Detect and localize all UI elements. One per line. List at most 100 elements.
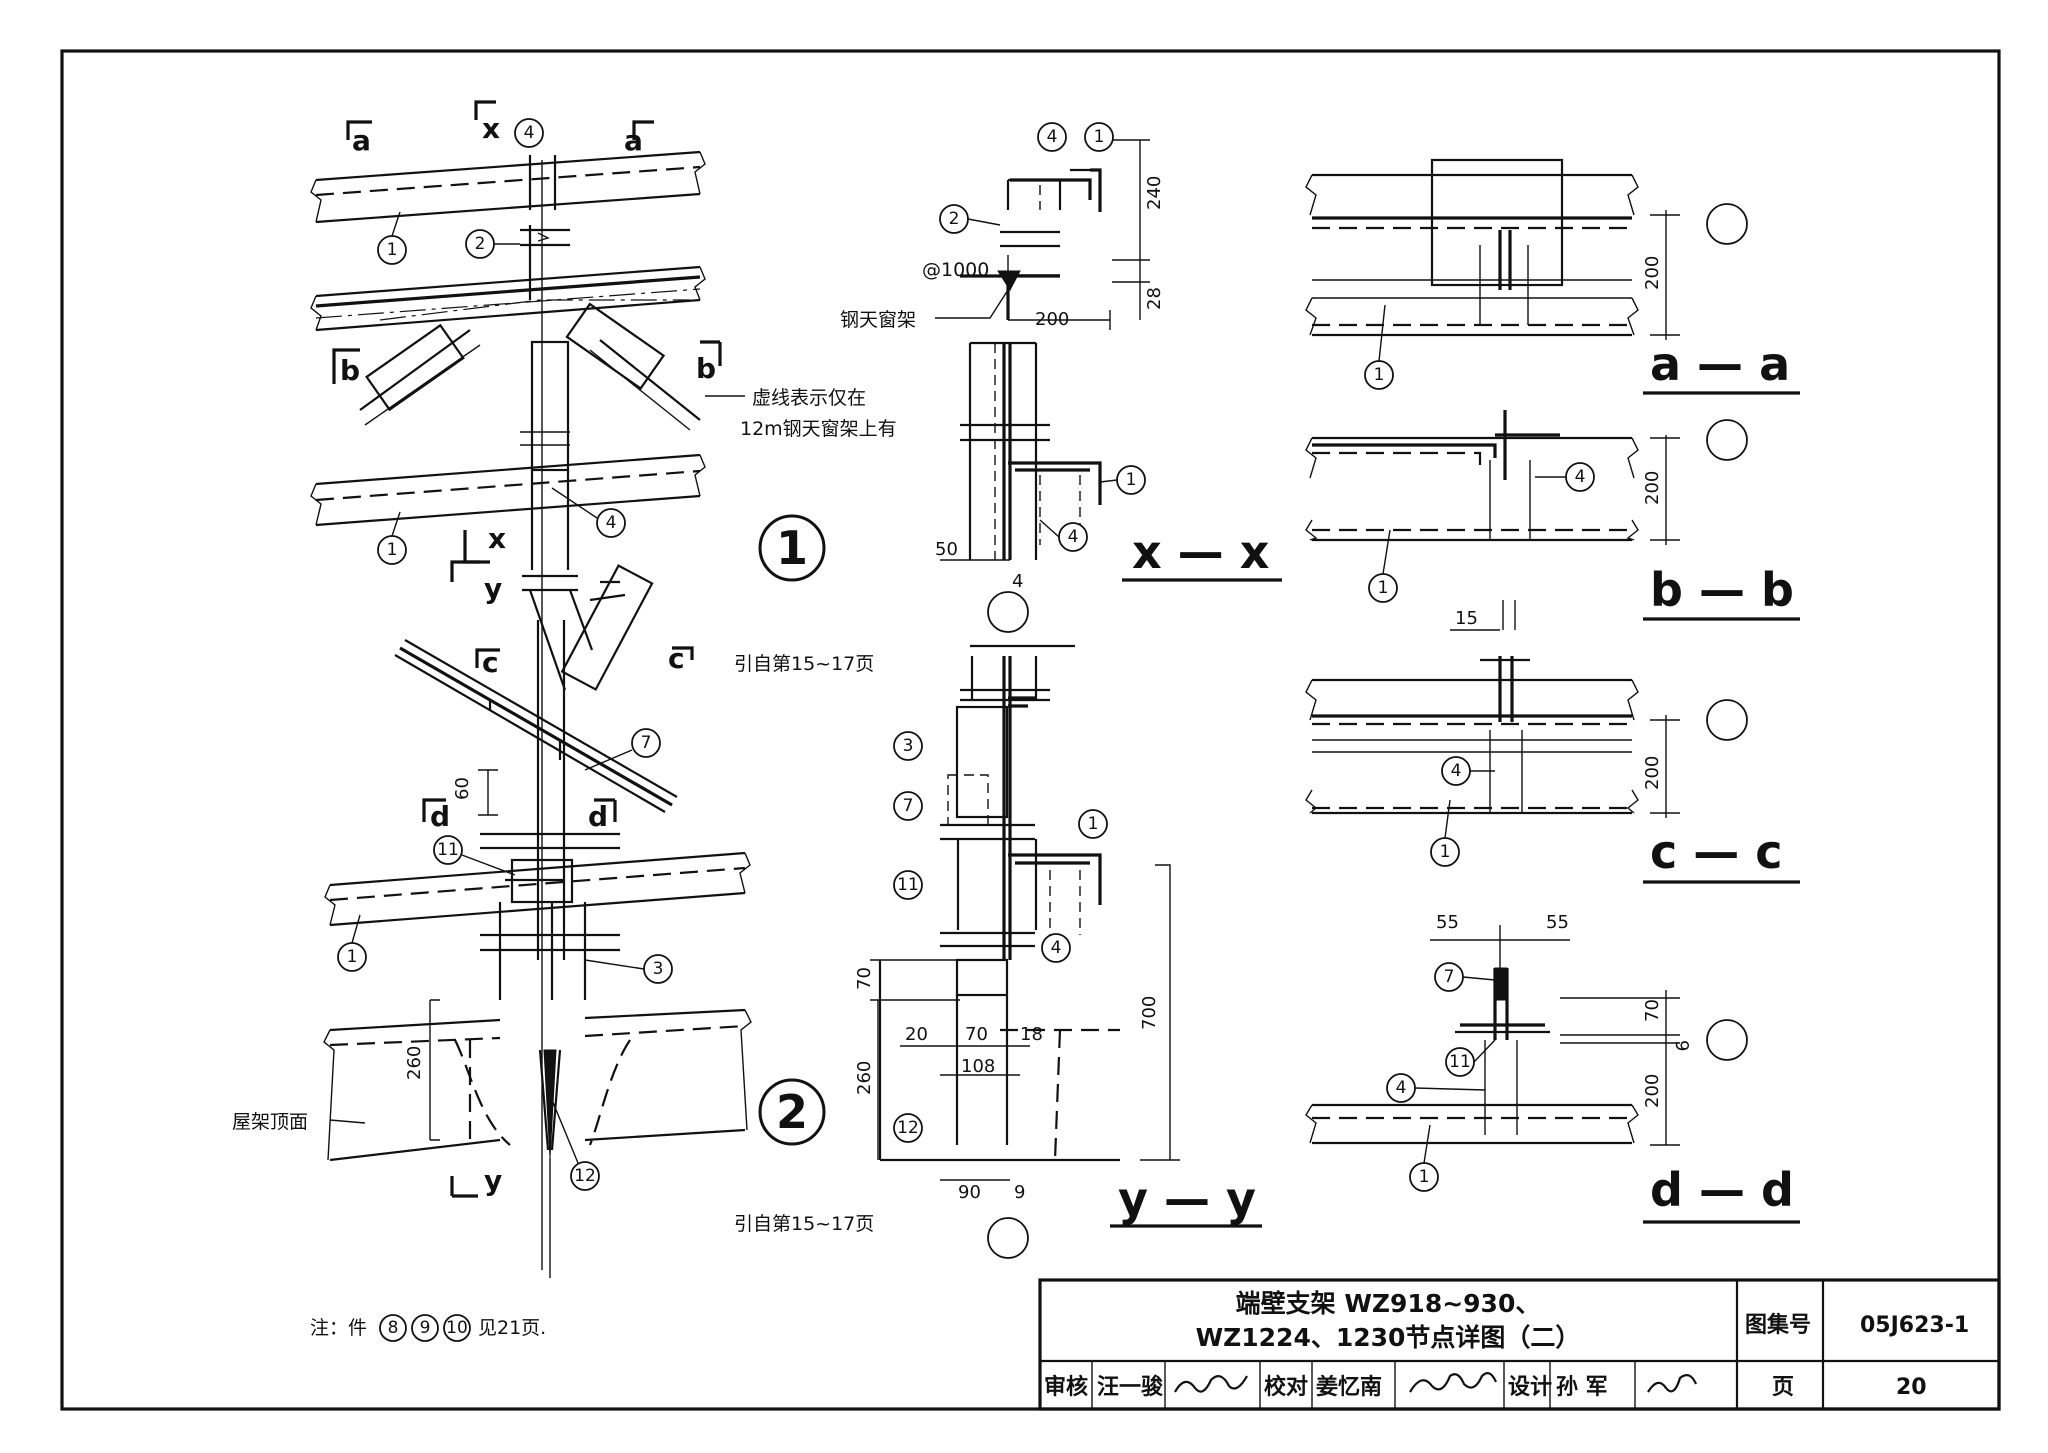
review-signature xyxy=(1174,1375,1248,1393)
note-spacing: @1000 xyxy=(922,259,989,281)
part-bubble-4: 4 xyxy=(1051,938,1062,958)
section-c-c: 15 200 4 1 c — c xyxy=(1305,600,1800,884)
section-mark-d-left: d xyxy=(430,800,450,833)
part-bubble-1: 1 xyxy=(1419,1167,1430,1187)
part-bubble-12: 12 xyxy=(574,1166,596,1186)
section-mark-a-left: a xyxy=(352,124,371,157)
check-signature xyxy=(1409,1372,1498,1393)
section-mark-b-right: b xyxy=(696,352,716,385)
section-title-y-y: y — y xyxy=(1118,1172,1256,1226)
drawing-border xyxy=(60,49,2001,1411)
dim-9: 9 xyxy=(1014,1182,1025,1203)
part-bubble-1: 1 xyxy=(1094,127,1105,147)
dim-200: 200 xyxy=(1642,756,1663,790)
check-label: 校对 xyxy=(1264,1374,1308,1400)
dim-200: 200 xyxy=(1035,309,1069,330)
section-title-a-a: a — a xyxy=(1650,337,1790,391)
atlas-label: 图集号 xyxy=(1745,1312,1811,1338)
section-a-a: 200 1 a — a xyxy=(1305,158,1800,395)
dim-70: 70 xyxy=(854,967,875,990)
section-title-c-c: c — c xyxy=(1650,825,1783,879)
dim-70: 70 xyxy=(1642,999,1663,1022)
part-bubble-11: 11 xyxy=(437,840,459,860)
note-truss-top: 屋架顶面 xyxy=(232,1111,308,1133)
section-mark-y-top: y xyxy=(484,572,502,605)
dim-55: 55 xyxy=(1546,912,1569,933)
section-x-x: 240 28 200 @1000 钢天窗架 50 4 4 1 2 1 4 x —… xyxy=(840,122,1282,633)
note-sky-frame: 钢天窗架 xyxy=(840,309,916,331)
part-bubble-4: 4 xyxy=(1068,527,1079,547)
title-block: 端壁支架 WZ918~930、 WZ1224、1230节点详图（二） 图集号 0… xyxy=(1038,1278,2001,1411)
section-y-y: 70 260 20 70 18 108 90 9 700 3 7 1 11 4 … xyxy=(854,644,1262,1259)
dim-15: 15 xyxy=(1455,608,1478,629)
part-bubble-4: 4 xyxy=(1575,467,1586,487)
note-reference-2: 引自第15~17页 xyxy=(734,1213,874,1235)
review-name: 汪一骏 xyxy=(1097,1374,1164,1400)
dim-240: 240 xyxy=(1144,176,1165,210)
dim-108: 108 xyxy=(961,1056,995,1077)
dim-70: 70 xyxy=(965,1024,988,1045)
section-mark-y-bottom: y xyxy=(484,1164,502,1197)
section-mark-c-left: c xyxy=(482,646,499,679)
dim-200: 200 xyxy=(1642,1074,1663,1108)
part-bubble-4: 4 xyxy=(524,123,535,143)
note-dashed-line-2: 12m钢天窗架上有 xyxy=(740,418,897,440)
part-bubble-4: 4 xyxy=(606,513,617,533)
section-title-d-d: d — d xyxy=(1650,1163,1794,1217)
dim-4: 4 xyxy=(1012,571,1023,592)
design-signature xyxy=(1647,1374,1698,1393)
part-bubble-3: 3 xyxy=(903,736,914,756)
part-bubble-7: 7 xyxy=(641,733,652,753)
part-bubble-1: 1 xyxy=(1378,578,1389,598)
note-dashed-line-1: 虚线表示仅在 xyxy=(752,387,866,409)
detail-1-elevation: a x a b b x 4 1 2 1 4 1 虚线表示仅在 12m钢天窗架上有 xyxy=(310,100,897,1270)
part-bubble-1: 1 xyxy=(347,947,358,967)
part-bubble-2: 2 xyxy=(475,234,486,254)
part-bubble-1: 1 xyxy=(1126,470,1137,490)
part-bubble-1: 1 xyxy=(1088,814,1099,834)
dim-28: 28 xyxy=(1144,287,1165,310)
section-title-b-b: b — b xyxy=(1650,563,1794,617)
dim-55: 55 xyxy=(1436,912,1459,933)
part-bubble-2: 2 xyxy=(949,209,960,229)
title-line-1: 端壁支架 WZ918~930、 xyxy=(1236,1289,1541,1318)
dim-260: 260 xyxy=(404,1046,425,1080)
page-value: 20 xyxy=(1896,1375,1927,1400)
design-name: 孙 军 xyxy=(1556,1375,1608,1400)
part-bubble-1: 1 xyxy=(1374,365,1385,385)
part-bubble-1: 1 xyxy=(1440,842,1451,862)
section-mark-a-right: a xyxy=(624,124,643,157)
dim-50: 50 xyxy=(935,539,958,560)
section-mark-x-bottom: x xyxy=(488,522,506,555)
note-reference-1: 引自第15~17页 xyxy=(734,653,874,675)
part-bubble-11: 11 xyxy=(1449,1052,1471,1072)
part-bubble-1: 1 xyxy=(387,540,398,560)
dim-90: 90 xyxy=(958,1182,981,1203)
part-bubble-1: 1 xyxy=(387,240,398,260)
dim-200: 200 xyxy=(1642,471,1663,505)
review-label: 审核 xyxy=(1044,1374,1088,1400)
dim-60: 60 xyxy=(452,777,473,800)
dim-200: 200 xyxy=(1642,256,1663,290)
footnote-prefix: 注：件 xyxy=(310,1317,367,1339)
dim-18: 18 xyxy=(1020,1024,1043,1045)
check-name: 姜忆南 xyxy=(1316,1374,1382,1400)
section-mark-b-left: b xyxy=(340,354,360,387)
section-mark-x-top: x xyxy=(482,112,500,145)
footnote-part-10: 10 xyxy=(446,1318,468,1338)
footnote-part-8: 8 xyxy=(388,1318,399,1338)
page-label: 页 xyxy=(1772,1375,1794,1400)
dim-260: 260 xyxy=(854,1061,875,1095)
design-label: 设计 xyxy=(1508,1375,1552,1400)
part-bubble-4: 4 xyxy=(1396,1078,1407,1098)
dim-700: 700 xyxy=(1139,996,1160,1030)
part-bubble-3: 3 xyxy=(653,959,664,979)
detail-2-elevation: y c c d d 60 260 xyxy=(232,560,874,1278)
section-mark-c-right: c xyxy=(668,642,685,675)
title-line-2: WZ1224、1230节点详图（二） xyxy=(1196,1323,1581,1352)
dim-9: 9 xyxy=(1671,1040,1692,1051)
section-d-d: 55 55 70 9 200 7 11 4 1 d — d xyxy=(1305,912,1800,1224)
detail-number-1: 1 xyxy=(776,521,808,575)
part-bubble-12: 12 xyxy=(897,1118,919,1138)
